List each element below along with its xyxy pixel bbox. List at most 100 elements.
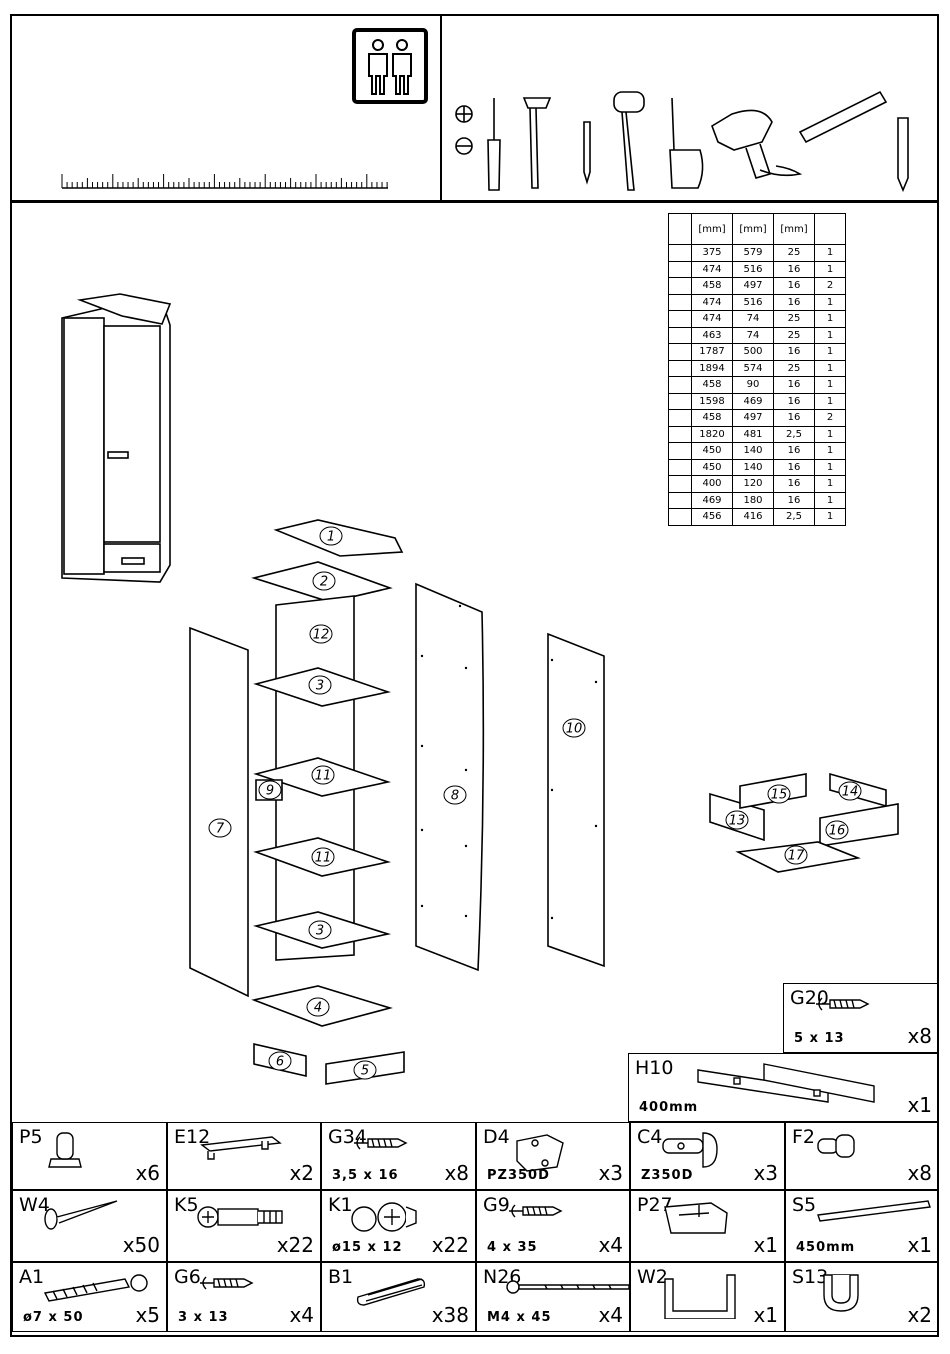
screwdriver-icon [487,98,501,191]
table-cell: 1 [814,475,846,493]
mallet-icon [613,91,645,191]
dowel-icon [356,1278,426,1306]
hardware-qty: x3 [598,1161,623,1185]
cam-bolt-icon [197,1206,283,1228]
hardware-spec: PZ350D [487,1168,550,1183]
table-cell: 516 [732,260,774,278]
table-cell: 458 [691,409,733,427]
table-cell [668,359,692,377]
table-cell: 74 [732,326,774,344]
two-person-assembly-icon [352,28,428,104]
hardware-code: W4 [19,1194,50,1216]
table-cell: 1 [814,326,846,344]
table-cell: 469 [691,491,733,509]
table-cell: 1 [814,376,846,394]
table-cell: 2 [814,277,846,295]
table-cell: 16 [773,491,815,509]
bolt-icon [506,1280,630,1294]
shelf-pin-icon [817,1134,855,1158]
table-cell: 416 [732,508,774,526]
table-cell: 500 [732,343,774,361]
hardware-code: A1 [19,1266,45,1288]
table-cell: 2,5 [773,425,815,443]
table-cell: 16 [773,376,815,394]
hardware-spec: ø7 x 50 [23,1310,84,1325]
table-cell [668,425,692,443]
hardware-code: G6 [174,1266,201,1288]
table-cell: 469 [732,392,774,410]
hardware-code: F2 [792,1126,816,1148]
table-cell [668,244,692,262]
table-header-cell [668,213,692,245]
tools-row [455,90,909,193]
table-cell: 1 [814,425,846,443]
table-cell: 579 [732,244,774,262]
hardware-code: K1 [328,1194,353,1216]
table-cell: 1 [814,293,846,311]
table-cell: 16 [773,458,815,476]
table-cell [668,458,692,476]
table-cell: 1 [814,458,846,476]
header-panel [10,14,939,203]
hardware-qty: x4 [289,1303,314,1327]
rod-icon [817,1200,931,1222]
screw-icon [354,1136,408,1150]
nail-icon [44,1200,118,1230]
table-cell: 16 [773,392,815,410]
table-cell: 458 [691,277,733,295]
cam-lock-icon [351,1202,417,1232]
hinge-icon [662,1132,718,1168]
screw-icon [200,1276,254,1290]
allen-key-icon [664,1274,736,1319]
table-cell: 2,5 [773,508,815,526]
table-cell: 1820 [691,425,733,443]
hardware-qty: x3 [753,1161,778,1185]
table-header-cell: [mm] [773,213,815,245]
hardware-qty: x8 [907,1024,932,1048]
table-cell: 1787 [691,343,733,361]
table-cell: 1 [814,508,846,526]
hardware-code: H10 [635,1057,674,1079]
table-cell: 25 [773,310,815,328]
table-cell: 16 [773,277,815,295]
hardware-qty: x1 [753,1303,778,1327]
table-cell: 1598 [691,392,733,410]
hammer-icon [522,97,552,189]
table-cell: 16 [773,343,815,361]
table-cell: 450 [691,458,733,476]
table-cell: 25 [773,244,815,262]
table-cell: 1 [814,491,846,509]
table-cell: 180 [732,491,774,509]
hardware-spec: 3,5 x 16 [332,1168,399,1183]
table-cell: 1 [814,359,846,377]
hardware-code: S13 [792,1266,829,1288]
hardware-code: D4 [483,1126,510,1148]
hardware-qty: x4 [598,1233,623,1257]
hardware-qty: x5 [135,1303,160,1327]
table-cell: 16 [773,293,815,311]
table-cell [668,392,692,410]
hardware-code: C4 [637,1126,663,1148]
hardware-qty: x6 [135,1161,160,1185]
table-cell: 375 [691,244,733,262]
hardware-code: P27 [637,1194,673,1216]
hardware-qty: x22 [431,1233,469,1257]
table-cell: 16 [773,409,815,427]
hardware-qty: x8 [444,1161,469,1185]
